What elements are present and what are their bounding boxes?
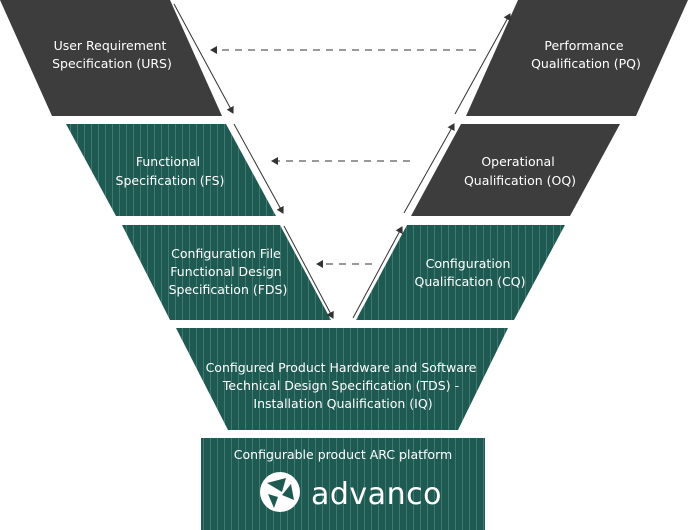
fds-block [122, 225, 331, 320]
cq-block [356, 225, 565, 320]
advanco-logo-text: advanco [311, 477, 442, 512]
platform-block [201, 438, 485, 530]
arrow-fds-to-tds [283, 225, 334, 319]
fs-block [66, 124, 276, 216]
platform-title: Configurable product ARC platform [234, 447, 452, 462]
arrow-fs-to-fds [233, 123, 284, 214]
oq-block [411, 124, 620, 216]
fds-label: Configuration File Functional Design Spe… [169, 246, 288, 297]
arrow-tds-to-cq [352, 226, 403, 319]
urs-label: User Requirement Specification (URS) [52, 38, 172, 71]
arrow-urs-to-fs [173, 3, 234, 114]
tds-block [176, 328, 508, 430]
fs-label: Functional Specification (FS) [116, 154, 225, 188]
oq-label: Operational Qualification (OQ) [464, 154, 576, 188]
arrow-oq-to-pq [454, 13, 511, 115]
arrow-cq-to-oq [403, 123, 455, 214]
pq-block [466, 0, 688, 116]
tds-label: Configured Product Hardware and Software… [206, 360, 481, 411]
urs-block [0, 0, 222, 116]
pq-label: Performance Qualification (PQ) [531, 38, 641, 71]
advanco-logo-icon [260, 472, 300, 512]
cq-label: Configuration Qualification (CQ) [414, 256, 525, 289]
